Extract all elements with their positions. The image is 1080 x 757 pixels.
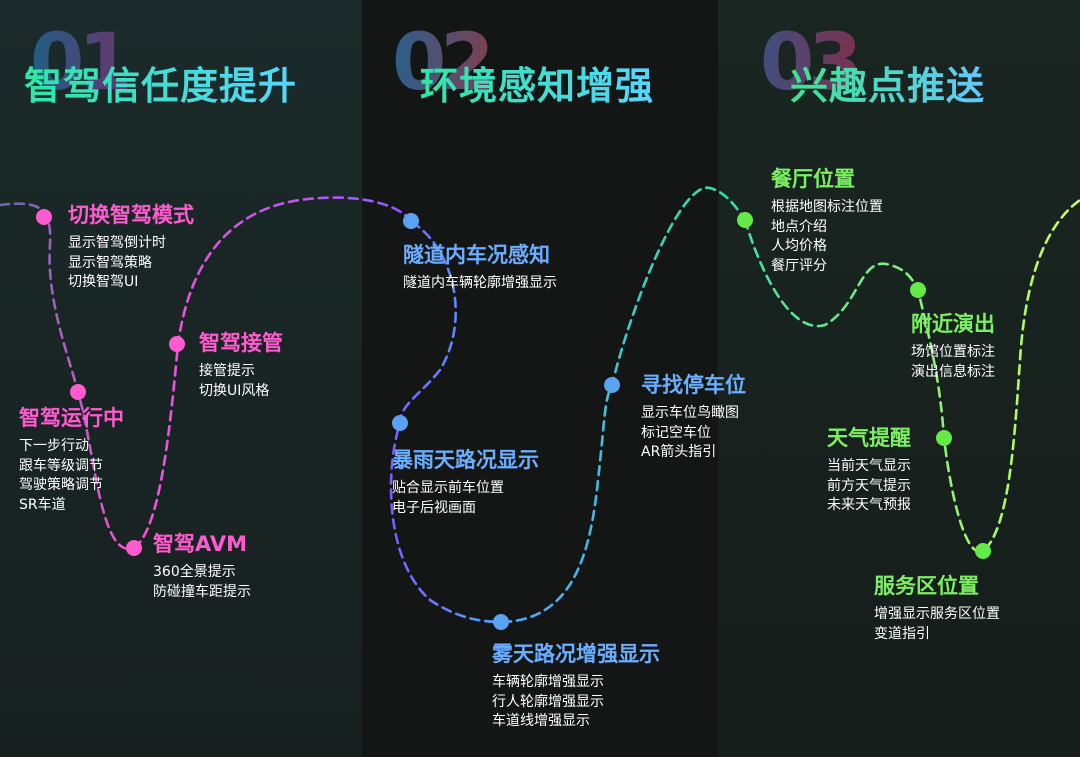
marker-running bbox=[70, 384, 86, 400]
node-avm: 智驾AVM 360全景提示 防碰撞车距提示 bbox=[153, 532, 251, 602]
marker-avm bbox=[126, 540, 142, 556]
node-item: 车辆轮廓增强显示 bbox=[492, 674, 604, 691]
node-fog: 雾天路况增强显示 车辆轮廓增强显示 行人轮廓增强显示 车道线增强显示 bbox=[492, 642, 660, 732]
marker-switch-mode bbox=[36, 209, 52, 225]
section-1-title: 智驾信任度提升 bbox=[24, 64, 298, 108]
node-tunnel: 隧道内车况感知 隧道内车辆轮廓增强显示 bbox=[403, 243, 557, 294]
node-item: 根据地图标注位置 bbox=[771, 199, 883, 216]
node-item: 前方天气提示 bbox=[827, 477, 911, 494]
node-item: 未来天气预报 bbox=[827, 497, 911, 514]
node-item: 切换UI风格 bbox=[199, 382, 270, 399]
section-1-number: 01 bbox=[30, 18, 133, 108]
node-item: 切换智驾UI bbox=[68, 274, 139, 291]
node-title: 暴雨天路况显示 bbox=[392, 448, 539, 472]
node-item: 贴合显示前车位置 bbox=[392, 480, 504, 497]
marker-show bbox=[910, 282, 926, 298]
section-2-title: 环境感知增强 bbox=[420, 64, 655, 108]
node-item: 餐厅评分 bbox=[771, 257, 827, 274]
node-title: 附近演出 bbox=[911, 312, 995, 336]
node-item: 标记空车位 bbox=[641, 424, 711, 441]
node-item: 地点介绍 bbox=[771, 218, 827, 235]
section-3-number: 03 bbox=[760, 18, 863, 108]
node-item: 当前天气显示 bbox=[827, 458, 911, 475]
node-restaurant: 餐厅位置 根据地图标注位置 地点介绍 人均价格 餐厅评分 bbox=[771, 167, 883, 276]
node-item: 下一步行动 bbox=[19, 438, 89, 455]
section-3-panel bbox=[718, 0, 1080, 757]
node-title: 服务区位置 bbox=[874, 574, 979, 598]
node-switch-mode: 切换智驾模式 显示智驾倒计时 显示智驾策略 切换智驾UI bbox=[68, 203, 194, 293]
node-item: 变道指引 bbox=[874, 625, 930, 642]
node-title: 智驾AVM bbox=[153, 532, 247, 556]
node-rain: 暴雨天路况显示 贴合显示前车位置 电子后视画面 bbox=[392, 448, 539, 518]
node-item: 跟车等级调节 bbox=[19, 457, 103, 474]
marker-weather bbox=[936, 430, 952, 446]
node-item: 驾驶策略调节 bbox=[19, 477, 103, 494]
curve-markers bbox=[36, 209, 991, 630]
node-title: 智驾运行中 bbox=[19, 406, 124, 430]
marker-parking bbox=[604, 377, 620, 393]
node-title: 智驾接管 bbox=[199, 331, 283, 355]
node-show: 附近演出 场馆位置标注 演出信息标注 bbox=[911, 312, 995, 382]
node-title: 隧道内车况感知 bbox=[403, 243, 550, 267]
node-item: 电子后视画面 bbox=[392, 499, 476, 516]
marker-restaurant bbox=[737, 212, 753, 228]
node-item: 防碰撞车距提示 bbox=[153, 583, 251, 600]
node-item: 人均价格 bbox=[771, 238, 827, 255]
node-item: SR车道 bbox=[19, 496, 66, 513]
node-title: 寻找停车位 bbox=[641, 373, 746, 397]
node-item: 车道线增强显示 bbox=[492, 713, 590, 730]
marker-service bbox=[975, 543, 991, 559]
node-item: 增强显示服务区位置 bbox=[874, 606, 1000, 623]
node-title: 雾天路况增强显示 bbox=[492, 642, 660, 666]
node-item: 接管提示 bbox=[199, 363, 255, 380]
marker-takeover bbox=[169, 336, 185, 352]
node-item: 360全景提示 bbox=[153, 564, 236, 581]
curve-segment-2 bbox=[132, 196, 414, 550]
section-3-title: 兴趣点推送 bbox=[790, 64, 986, 108]
node-takeover: 智驾接管 接管提示 切换UI风格 bbox=[199, 331, 283, 401]
node-item: 显示车位鸟瞰图 bbox=[641, 405, 739, 422]
node-title: 天气提醒 bbox=[827, 426, 911, 450]
section-1-panel bbox=[0, 0, 362, 757]
marker-fog bbox=[493, 614, 509, 630]
node-service: 服务区位置 增强显示服务区位置 变道指引 bbox=[874, 574, 1000, 644]
node-item: 演出信息标注 bbox=[911, 363, 995, 380]
section-2-panel bbox=[362, 0, 718, 757]
node-item: AR箭头指引 bbox=[641, 444, 717, 461]
node-title: 餐厅位置 bbox=[771, 167, 855, 191]
section-2-number: 02 bbox=[392, 18, 495, 108]
node-item: 显示智驾策略 bbox=[68, 254, 152, 271]
node-running: 智驾运行中 下一步行动 跟车等级调节 驾驶策略调节 SR车道 bbox=[19, 406, 124, 515]
node-title: 切换智驾模式 bbox=[68, 203, 194, 227]
node-item: 行人轮廓增强显示 bbox=[492, 693, 604, 710]
curve-segment-5 bbox=[743, 198, 1080, 554]
node-weather: 天气提醒 当前天气显示 前方天气提示 未来天气预报 bbox=[827, 426, 911, 516]
marker-rain bbox=[392, 415, 408, 431]
node-item: 场馆位置标注 bbox=[911, 344, 995, 361]
node-parking: 寻找停车位 显示车位鸟瞰图 标记空车位 AR箭头指引 bbox=[641, 373, 746, 463]
node-item: 隧道内车辆轮廓增强显示 bbox=[403, 275, 557, 292]
marker-tunnel bbox=[403, 213, 419, 229]
node-item: 显示智驾倒计时 bbox=[68, 235, 166, 252]
